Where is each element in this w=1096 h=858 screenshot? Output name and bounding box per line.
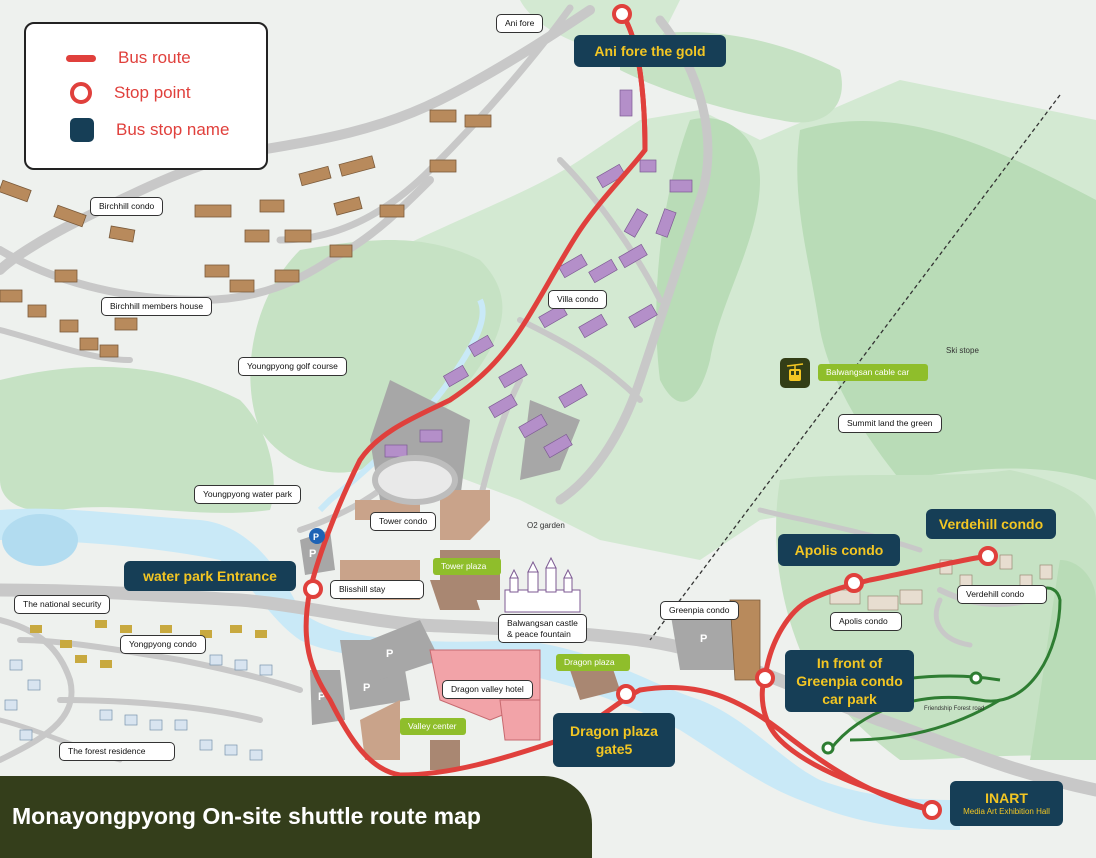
cable-car-glyph xyxy=(786,363,804,381)
legend-stop-row: Stop point xyxy=(70,82,191,104)
parking-marker: P xyxy=(386,648,393,660)
bus-route xyxy=(303,11,991,813)
label-dragon-plaza: Dragon plaza xyxy=(556,654,630,671)
stop-water-park-entrance[interactable]: water park Entrance xyxy=(124,561,296,591)
label-valley-center: Valley center xyxy=(400,718,466,735)
legend-name-row: Bus stop name xyxy=(70,118,229,142)
stop-point xyxy=(616,684,636,704)
stop-point xyxy=(922,800,942,820)
label-friendship-road: Friendship Forest road xyxy=(924,706,985,712)
label-ani-fore: Ani fore xyxy=(496,14,544,33)
buildings-purple xyxy=(384,89,693,459)
river xyxy=(0,508,960,830)
title-bar xyxy=(0,776,592,858)
label-birchhill-members: Birchhill members house xyxy=(101,297,213,316)
legend-route-row: Bus route xyxy=(66,48,191,68)
cable-car-line xyxy=(649,94,1061,641)
label-tower-condo: Tower condo xyxy=(370,512,437,531)
stop-point-icon xyxy=(70,82,92,104)
label-water-park: Youngpyong water park xyxy=(194,485,302,504)
legend-name-label: Bus stop name xyxy=(116,120,230,139)
stop-point xyxy=(612,4,632,24)
label-dragon-valley-hotel: Dragon valley hotel xyxy=(442,680,533,699)
legend-stop-label: Stop point xyxy=(114,83,191,102)
label-birchhill-condo: Birchhill condo xyxy=(90,197,164,216)
stop-verdehill-condo[interactable]: Verdehill condo xyxy=(926,509,1056,539)
route-line-icon xyxy=(66,54,96,62)
label-summit: Summit land the green xyxy=(838,414,942,433)
label-castle-line2: & peace fountain xyxy=(507,628,571,639)
stop-point xyxy=(978,546,998,566)
label-castle-line1: Balwangsan castle xyxy=(507,618,578,628)
label-greenpia-condo: Greenpia condo xyxy=(660,601,739,620)
ev-charging-icon xyxy=(309,528,325,544)
stop-point xyxy=(755,668,775,688)
stop-point xyxy=(303,579,323,599)
label-apolis-condo: Apolis condo xyxy=(830,612,902,631)
label-castle: Balwangsan castle & peace fountain xyxy=(498,614,587,644)
label-blisshill: Blisshill stay xyxy=(330,580,424,599)
pond xyxy=(2,514,78,566)
castle-icon xyxy=(504,556,581,613)
parking-marker: P xyxy=(318,691,325,703)
ev-charging-letter: P xyxy=(313,532,319,542)
legend-route-label: Bus route xyxy=(118,48,191,67)
legend: Bus route Stop point Bus stop name xyxy=(24,22,268,170)
golf-course-area xyxy=(0,366,274,513)
golf-course-area xyxy=(250,240,503,473)
map-title: Monayongpyong On-site shuttle route map xyxy=(12,803,481,829)
label-yongpyong-condo: Yongpyong condo xyxy=(120,635,206,654)
bus-stop-name-icon xyxy=(70,118,94,142)
label-tower-plaza: Tower plaza xyxy=(433,558,501,575)
label-cable-car: Balwangsan cable car xyxy=(818,364,928,381)
parking-marker: P xyxy=(309,548,316,560)
buildings-yellow xyxy=(30,620,267,668)
forest-area xyxy=(1030,560,1096,760)
buildings-blue xyxy=(4,654,273,761)
label-golf-course: Youngpyong golf course xyxy=(238,357,347,376)
label-national-security: The national security xyxy=(14,595,111,614)
label-forest-residence: The forest residence xyxy=(59,742,175,761)
buildings-brown xyxy=(0,109,492,358)
ski-slope-area xyxy=(797,120,1096,480)
label-verdehill-condo: Verdehill condo xyxy=(957,585,1047,604)
stop-points xyxy=(303,4,998,820)
parking-marker: P xyxy=(700,633,707,645)
stop-apolis-condo[interactable]: Apolis condo xyxy=(778,534,900,566)
label-o2-garden: O2 garden xyxy=(527,521,565,530)
parking-marker: P xyxy=(363,682,370,694)
stream xyxy=(317,298,486,513)
parking-markers: P P P P P xyxy=(309,548,707,703)
label-ski-slope: Ski stope xyxy=(946,346,979,355)
stop-ani-fore-gold[interactable]: Ani fore the gold xyxy=(574,35,726,67)
stop-point xyxy=(844,573,864,593)
label-villa-condo: Villa condo xyxy=(548,290,608,309)
cable-car-icon xyxy=(780,358,810,388)
